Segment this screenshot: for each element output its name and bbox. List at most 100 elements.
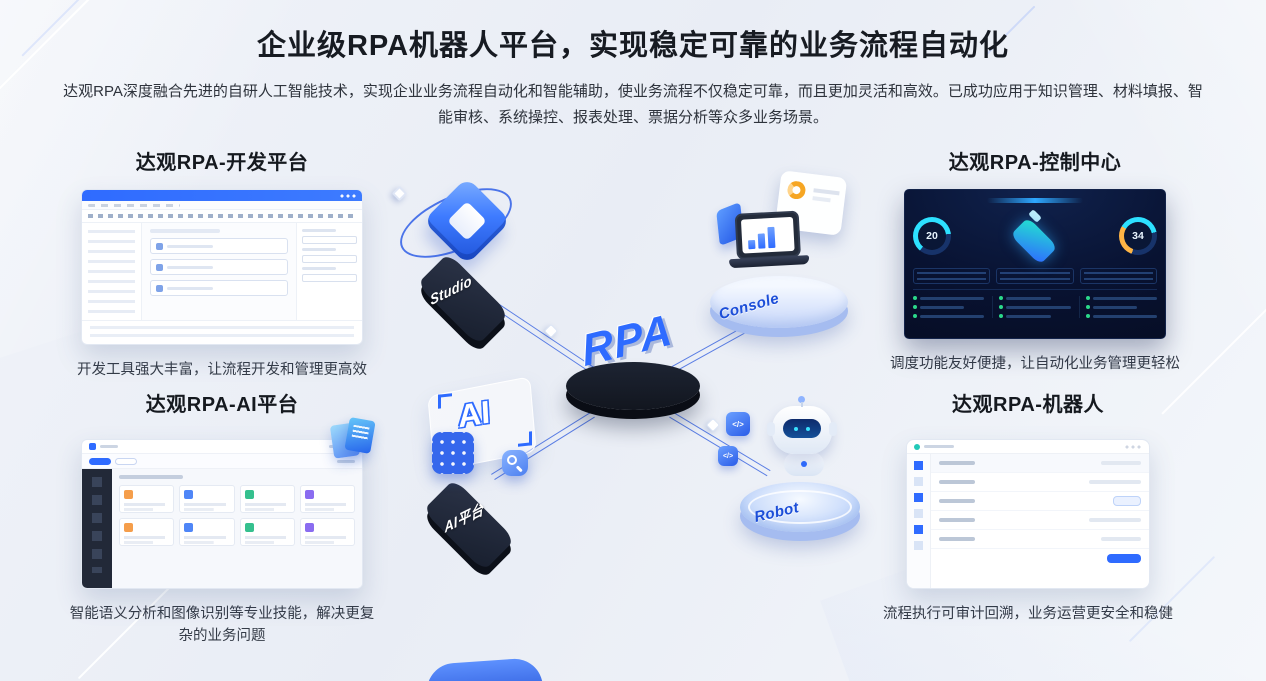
status-row xyxy=(999,314,1070,318)
robot-window-body xyxy=(907,454,1149,588)
status-row xyxy=(913,305,984,309)
status-row xyxy=(999,296,1070,300)
feature-ai-caption: 智能语义分析和图像识别等专业技能，解决更复杂的业务问题 xyxy=(69,606,375,645)
feature-console-caption: 调度功能友好便捷，让自动化业务管理更轻松 xyxy=(890,356,1180,372)
page-title: 企业级RPA机器人平台，实现稳定可靠的业务流程自动化 xyxy=(256,30,1010,62)
chart-bar xyxy=(748,239,756,250)
skill-card xyxy=(239,485,295,513)
feature-ai-title: 达观RPA-AI平台 xyxy=(145,394,299,416)
ai-sidebar-rail xyxy=(82,469,112,588)
status-column xyxy=(913,296,984,318)
flow-step xyxy=(150,280,288,296)
studio-titlebar xyxy=(82,190,362,201)
app-logo-icon xyxy=(89,443,96,450)
ear-icon xyxy=(829,422,837,436)
dashboard-gauges-row: 20 34 xyxy=(913,208,1157,265)
window-controls-icon xyxy=(1125,444,1142,449)
studio-menubar xyxy=(82,201,362,210)
app-dot-icon xyxy=(914,443,920,450)
robot-visor xyxy=(783,419,821,438)
feature-robot-title: 达观RPA-机器人 xyxy=(952,394,1104,416)
feature-studio-caption: 开发工具强大丰富，让流程开发和管理更高效 xyxy=(77,362,367,378)
studio-workspace xyxy=(82,223,362,320)
robot-sidebar-rail xyxy=(907,454,931,588)
ai-glyph-label: AI xyxy=(457,393,491,435)
console-screenshot-wrap: 20 34 xyxy=(904,189,1166,339)
code-icon: </> xyxy=(718,446,738,466)
feature-ai: 达观RPA-AI平台 xyxy=(62,388,382,648)
robot-head-icon xyxy=(767,396,837,454)
ai-action-bar xyxy=(82,454,362,469)
ai-screenshot-wrap xyxy=(81,416,376,589)
bar-chart-icon xyxy=(740,216,795,254)
status-row xyxy=(1086,305,1157,309)
qr-chip-icon xyxy=(432,432,474,474)
status-row xyxy=(1086,296,1157,300)
status-row xyxy=(913,296,984,300)
skill-card xyxy=(299,518,355,546)
table-row xyxy=(931,473,1149,492)
document-stack-icon xyxy=(325,416,376,463)
skill-card xyxy=(179,518,235,546)
window-controls-icon xyxy=(340,193,357,198)
ai-platform-screenshot xyxy=(81,439,363,589)
filter-bar xyxy=(337,459,355,463)
gauge-left-value: 20 xyxy=(926,230,938,242)
magnifier-icon xyxy=(507,455,517,465)
skill-card-grid xyxy=(119,485,355,546)
task-table xyxy=(931,454,1149,588)
mini-panel xyxy=(913,268,991,284)
table-row xyxy=(931,530,1149,549)
dashboard-title-glow xyxy=(987,198,1083,203)
property-label-bar xyxy=(302,248,336,251)
document-icon xyxy=(344,416,376,455)
gauge-left: 20 xyxy=(913,217,951,255)
status-row xyxy=(913,314,984,318)
dashboard-3d-illustration xyxy=(1000,208,1070,265)
section-title-bar xyxy=(119,475,183,479)
robot-app-screenshot xyxy=(906,439,1150,589)
cube-core xyxy=(447,201,487,241)
flow-step xyxy=(150,259,288,275)
studio-app-screenshot xyxy=(81,189,363,345)
console-dashboard-screenshot: 20 34 xyxy=(904,189,1166,339)
property-input-box xyxy=(302,236,357,244)
property-label-bar xyxy=(302,267,336,270)
table-header-row xyxy=(931,454,1149,473)
skill-card xyxy=(299,485,355,513)
bracket-icon xyxy=(518,431,532,447)
bottom-wave-decoration xyxy=(425,656,543,681)
studio-flow-canvas xyxy=(142,223,296,320)
gauge-right: 34 xyxy=(1119,217,1157,255)
status-column xyxy=(992,296,1070,318)
mini-panel xyxy=(1079,268,1157,284)
feature-robot: 达观RPA-机器人 xyxy=(878,388,1178,625)
skill-card xyxy=(119,518,175,546)
robot-platform xyxy=(740,482,860,532)
status-row xyxy=(999,305,1070,309)
laptop-icon xyxy=(729,210,810,269)
status-row xyxy=(1086,314,1157,318)
flow-step xyxy=(150,238,288,254)
diagram-node-ai: AI AI平台 xyxy=(396,376,566,580)
feature-console-title: 达观RPA-控制中心 xyxy=(948,152,1122,174)
dashboard-mini-panels xyxy=(913,268,1157,284)
page-subtitle: 达观RPA深度融合先进的自研人工智能技术，实现企业业务流程自动化和智能辅助，使业… xyxy=(63,83,1203,126)
antenna-icon xyxy=(798,396,805,407)
mini-panel xyxy=(996,268,1074,284)
property-label-bar xyxy=(302,229,336,232)
table-footer-row xyxy=(931,549,1149,568)
chart-bar xyxy=(757,233,766,249)
skill-card xyxy=(119,485,175,513)
dashboard-status-table xyxy=(913,289,1157,318)
hero-header: 企业级RPA机器人平台，实现稳定可靠的业务流程自动化 达观RPA深度融合先进的自… xyxy=(0,22,1266,131)
bracket-icon xyxy=(438,393,452,409)
title-text-bar xyxy=(100,445,118,448)
eye-icon xyxy=(806,426,810,431)
server-blob-icon xyxy=(1010,217,1058,265)
table-row xyxy=(931,492,1149,511)
diagram-node-console: Console xyxy=(700,170,860,344)
studio-output-log xyxy=(82,320,362,344)
studio-screenshot-wrap xyxy=(81,189,363,345)
